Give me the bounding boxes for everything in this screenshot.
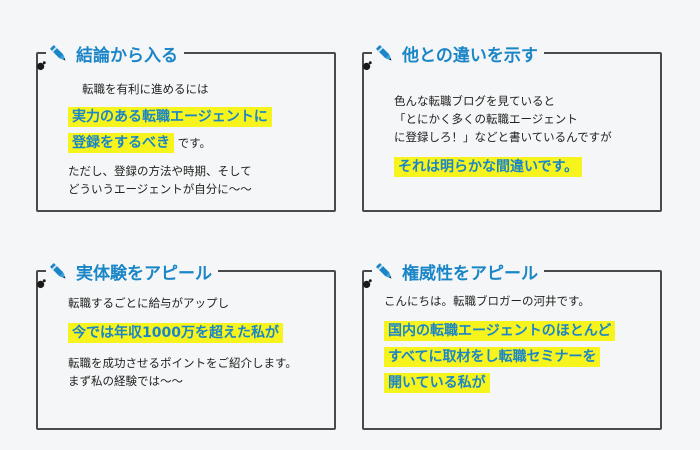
pen-icon [374, 261, 396, 283]
body-text: まず私の経験では〜〜 [68, 374, 183, 388]
card-title-text: 他との違いを示す [402, 46, 538, 66]
body-text: に登録しろ！」などと書いているんですが [394, 130, 612, 144]
card-body: 色んな転職ブログを見ていると 「とにかく多くの転職エージェント に登録しろ！」な… [394, 92, 652, 180]
suffix-text: です。 [177, 136, 212, 150]
card-title-text: 権威性をアピール [402, 264, 538, 284]
card-title-text: 実体験をアピール [76, 264, 212, 284]
card-title-text: 結論から入る [76, 46, 178, 66]
body-text: ただし、登録の方法や時期、そして [68, 164, 252, 178]
body-text: どういうエージェントが自分に〜〜 [68, 182, 252, 196]
card-title: 権威性をアピール [372, 259, 544, 284]
card-body: 転職を有利に進めるには 実力のある転職エージェントに 登録をするべき です。 た… [68, 80, 326, 198]
card-experience: 実体験をアピール 転職するごとに給与がアップし 今では年収1000万を超えた私が… [36, 259, 336, 430]
highlight-text: 登録をするべき [68, 133, 174, 153]
intro-text: こんにちは。転職ブロガーの河井です。 [384, 294, 590, 308]
pen-icon [48, 261, 70, 283]
pen-icon [48, 43, 70, 65]
intro-text: 転職するごとに給与がアップし [68, 296, 229, 310]
card-body: 転職するごとに給与がアップし 今では年収1000万を超えた私が 転職を成功させる… [68, 294, 326, 390]
highlight-text: 開いている私が [384, 373, 490, 393]
card-title: 実体験をアピール [46, 259, 218, 284]
card-authority: 権威性をアピール こんにちは。転職ブロガーの河井です。 国内の転職エージェントの… [362, 259, 662, 430]
card-differentiate: 他との違いを示す 色んな転職ブログを見ていると 「とにかく多くの転職エージェント… [362, 41, 662, 212]
body-text: 転職を成功させるポイントをご紹介します。 [68, 356, 297, 370]
highlight-text: すべてに取材をし転職セミナーを [384, 347, 601, 367]
highlight-text: 今では年収1000万を超えた私が [68, 323, 283, 343]
card-title: 他との違いを示す [372, 41, 544, 66]
body-text: 「とにかく多くの転職エージェント [394, 112, 578, 126]
card-title: 結論から入る [46, 41, 184, 66]
body-text: 色んな転職ブログを見ていると [394, 94, 555, 108]
highlight-text: それは明らかな間違いです。 [394, 157, 583, 177]
intro-text: 転職を有利に進めるには [82, 82, 209, 96]
highlight-text: 実力のある転職エージェントに [68, 107, 272, 127]
pen-icon [374, 43, 396, 65]
card-body: こんにちは。転職ブロガーの河井です。 国内の転職エージェントのほとんど すべてに… [384, 292, 652, 396]
highlight-text: 国内の転職エージェントのほとんど [384, 321, 616, 341]
card-conclusion: 結論から入る 転職を有利に進めるには 実力のある転職エージェントに 登録をするべ… [36, 41, 336, 212]
